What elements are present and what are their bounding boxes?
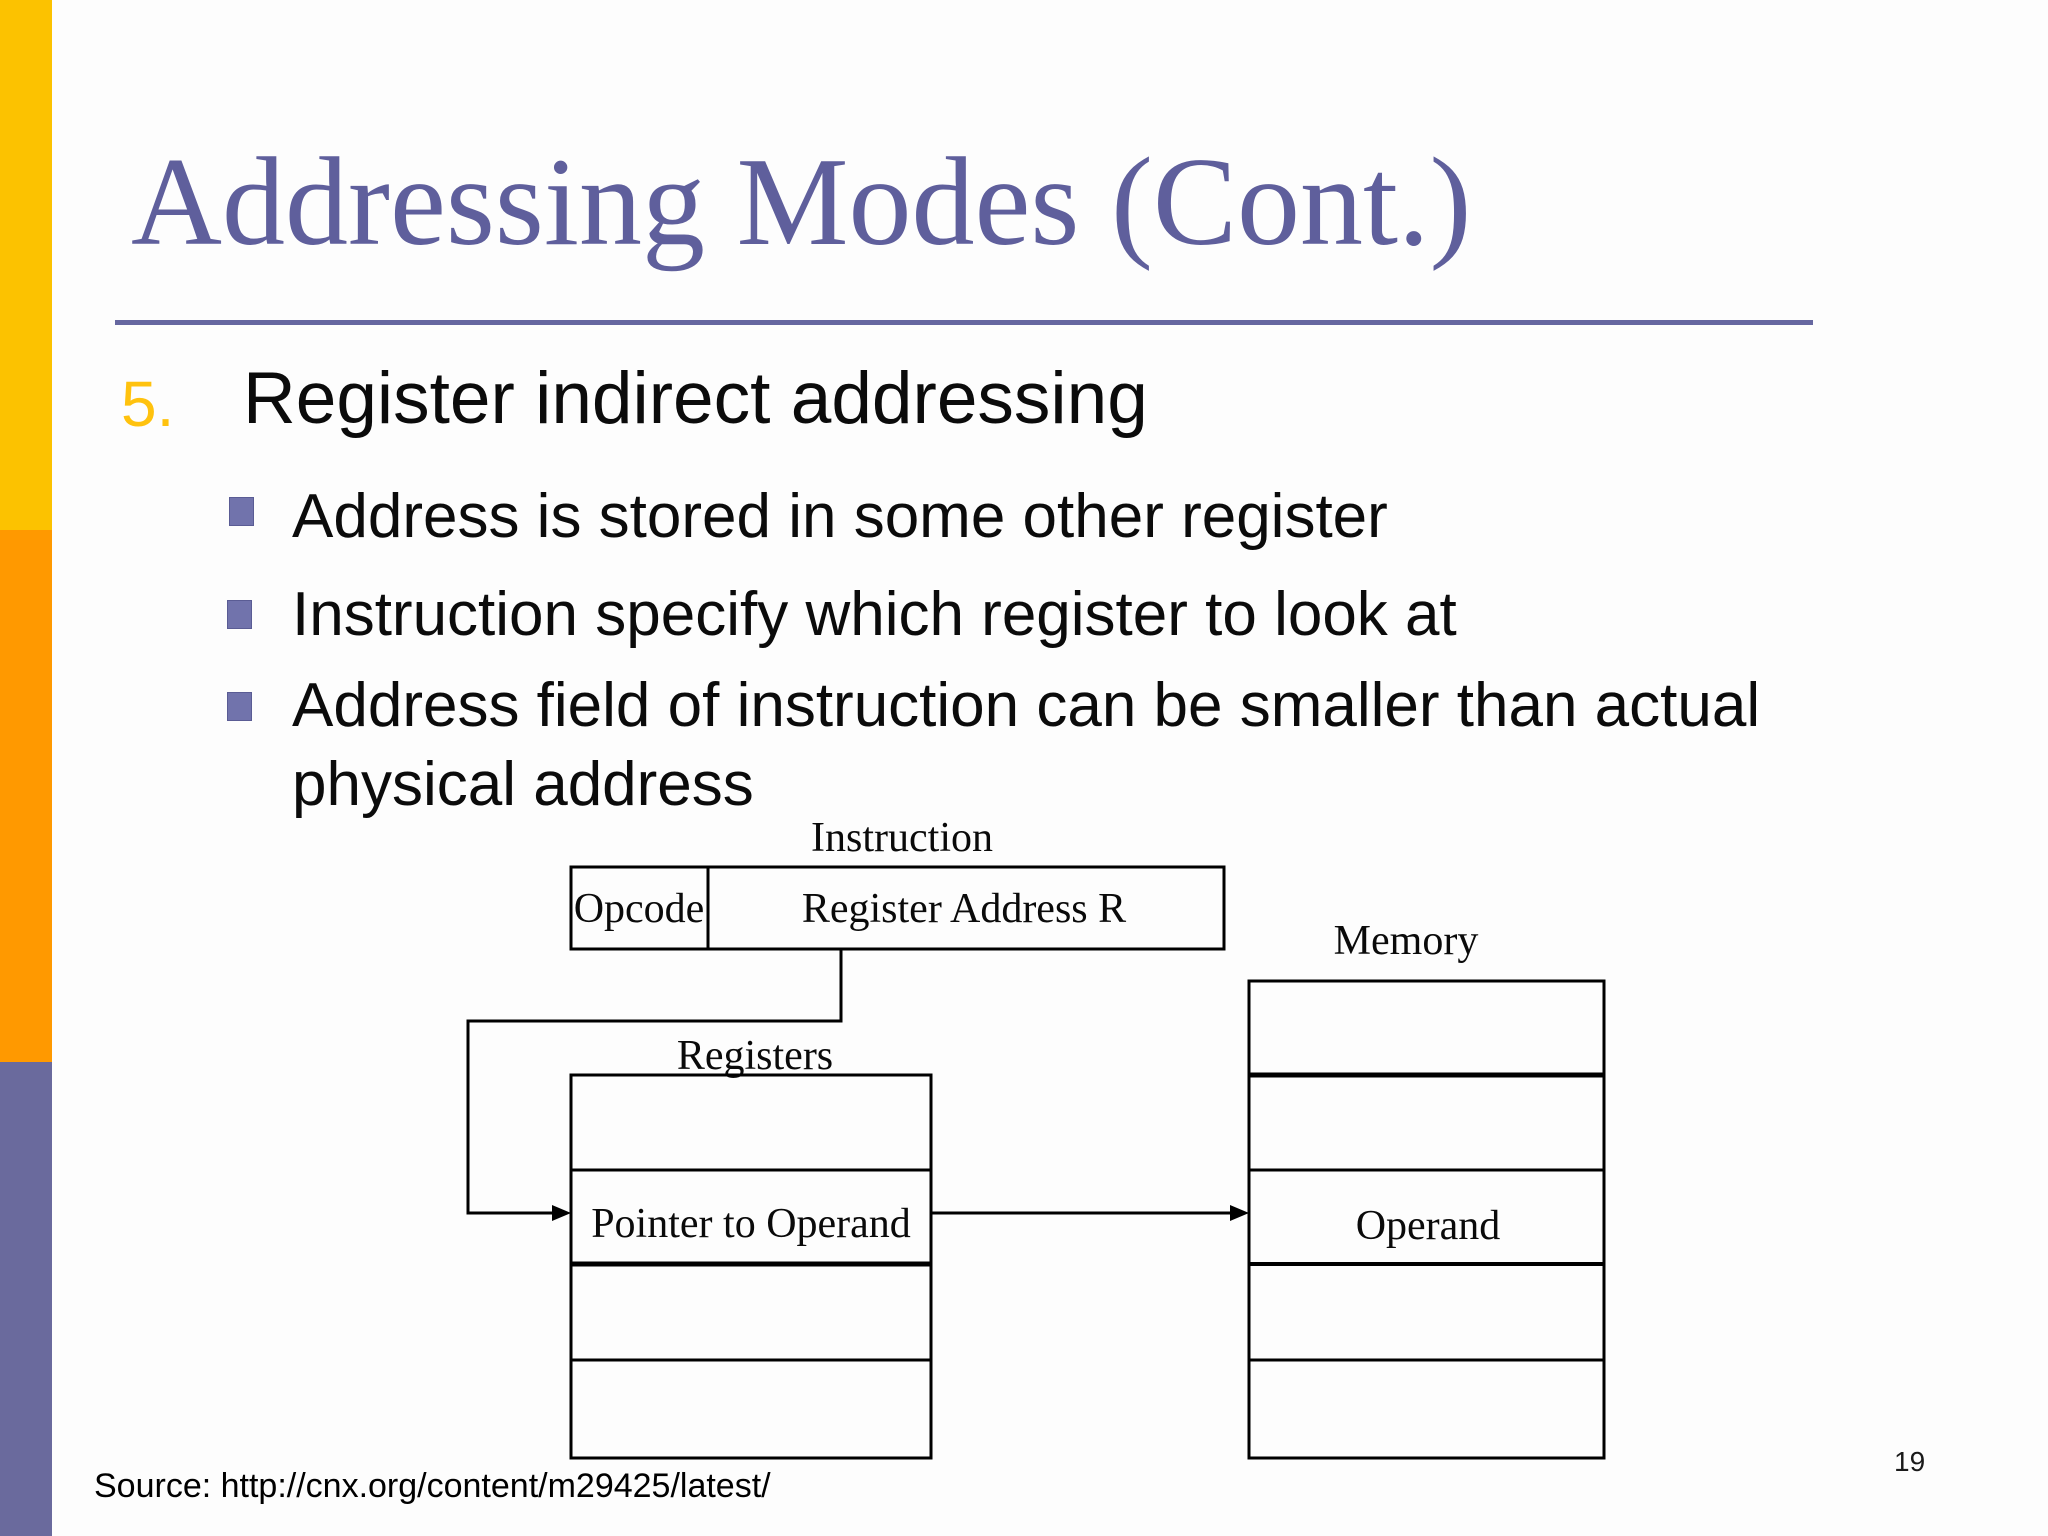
- instruction-box: [569, 865, 1226, 951]
- instruction-to-register-connector: [466, 949, 843, 1215]
- memory-table: [1247, 979, 1606, 1460]
- memory-label: Memory: [1334, 918, 1479, 964]
- arrowhead-into-registers: [552, 1205, 571, 1221]
- bullet-square-icon: [227, 692, 252, 721]
- arrowhead-into-memory: [1230, 1205, 1249, 1221]
- bullet-text: Address is stored in some other register: [292, 482, 1388, 551]
- operand-cell: Operand: [1356, 1203, 1501, 1249]
- bullet-text: Instruction specify which register to lo…: [292, 580, 1457, 649]
- registers-label: Registers: [677, 1033, 833, 1079]
- list-item-number: 5.: [121, 368, 175, 440]
- bullet-square-icon: [229, 497, 254, 526]
- accent-bar-orange-segment: [0, 530, 52, 1062]
- page-number: 19: [1894, 1446, 1926, 1477]
- source-citation: Source: http://cnx.org/content/m29425/la…: [94, 1467, 771, 1505]
- instruction-label: Instruction: [811, 815, 993, 861]
- register-address-field-label: Register Address R: [802, 886, 1126, 932]
- pointer-to-operand-cell: Pointer to Operand: [591, 1201, 911, 1247]
- list-item-heading: Register indirect addressing: [243, 358, 1148, 439]
- bullet-text: Address field of instruction can be smal…: [292, 671, 1761, 819]
- accent-bar-purple-segment: [0, 1062, 52, 1536]
- bullet-square-icon: [227, 600, 252, 629]
- slide-title: Addressing Modes (Cont.): [131, 133, 1472, 272]
- accent-bar-yellow-segment: [0, 0, 52, 530]
- opcode-field-label: Opcode: [574, 886, 705, 932]
- title-underline-rule: [115, 320, 1813, 325]
